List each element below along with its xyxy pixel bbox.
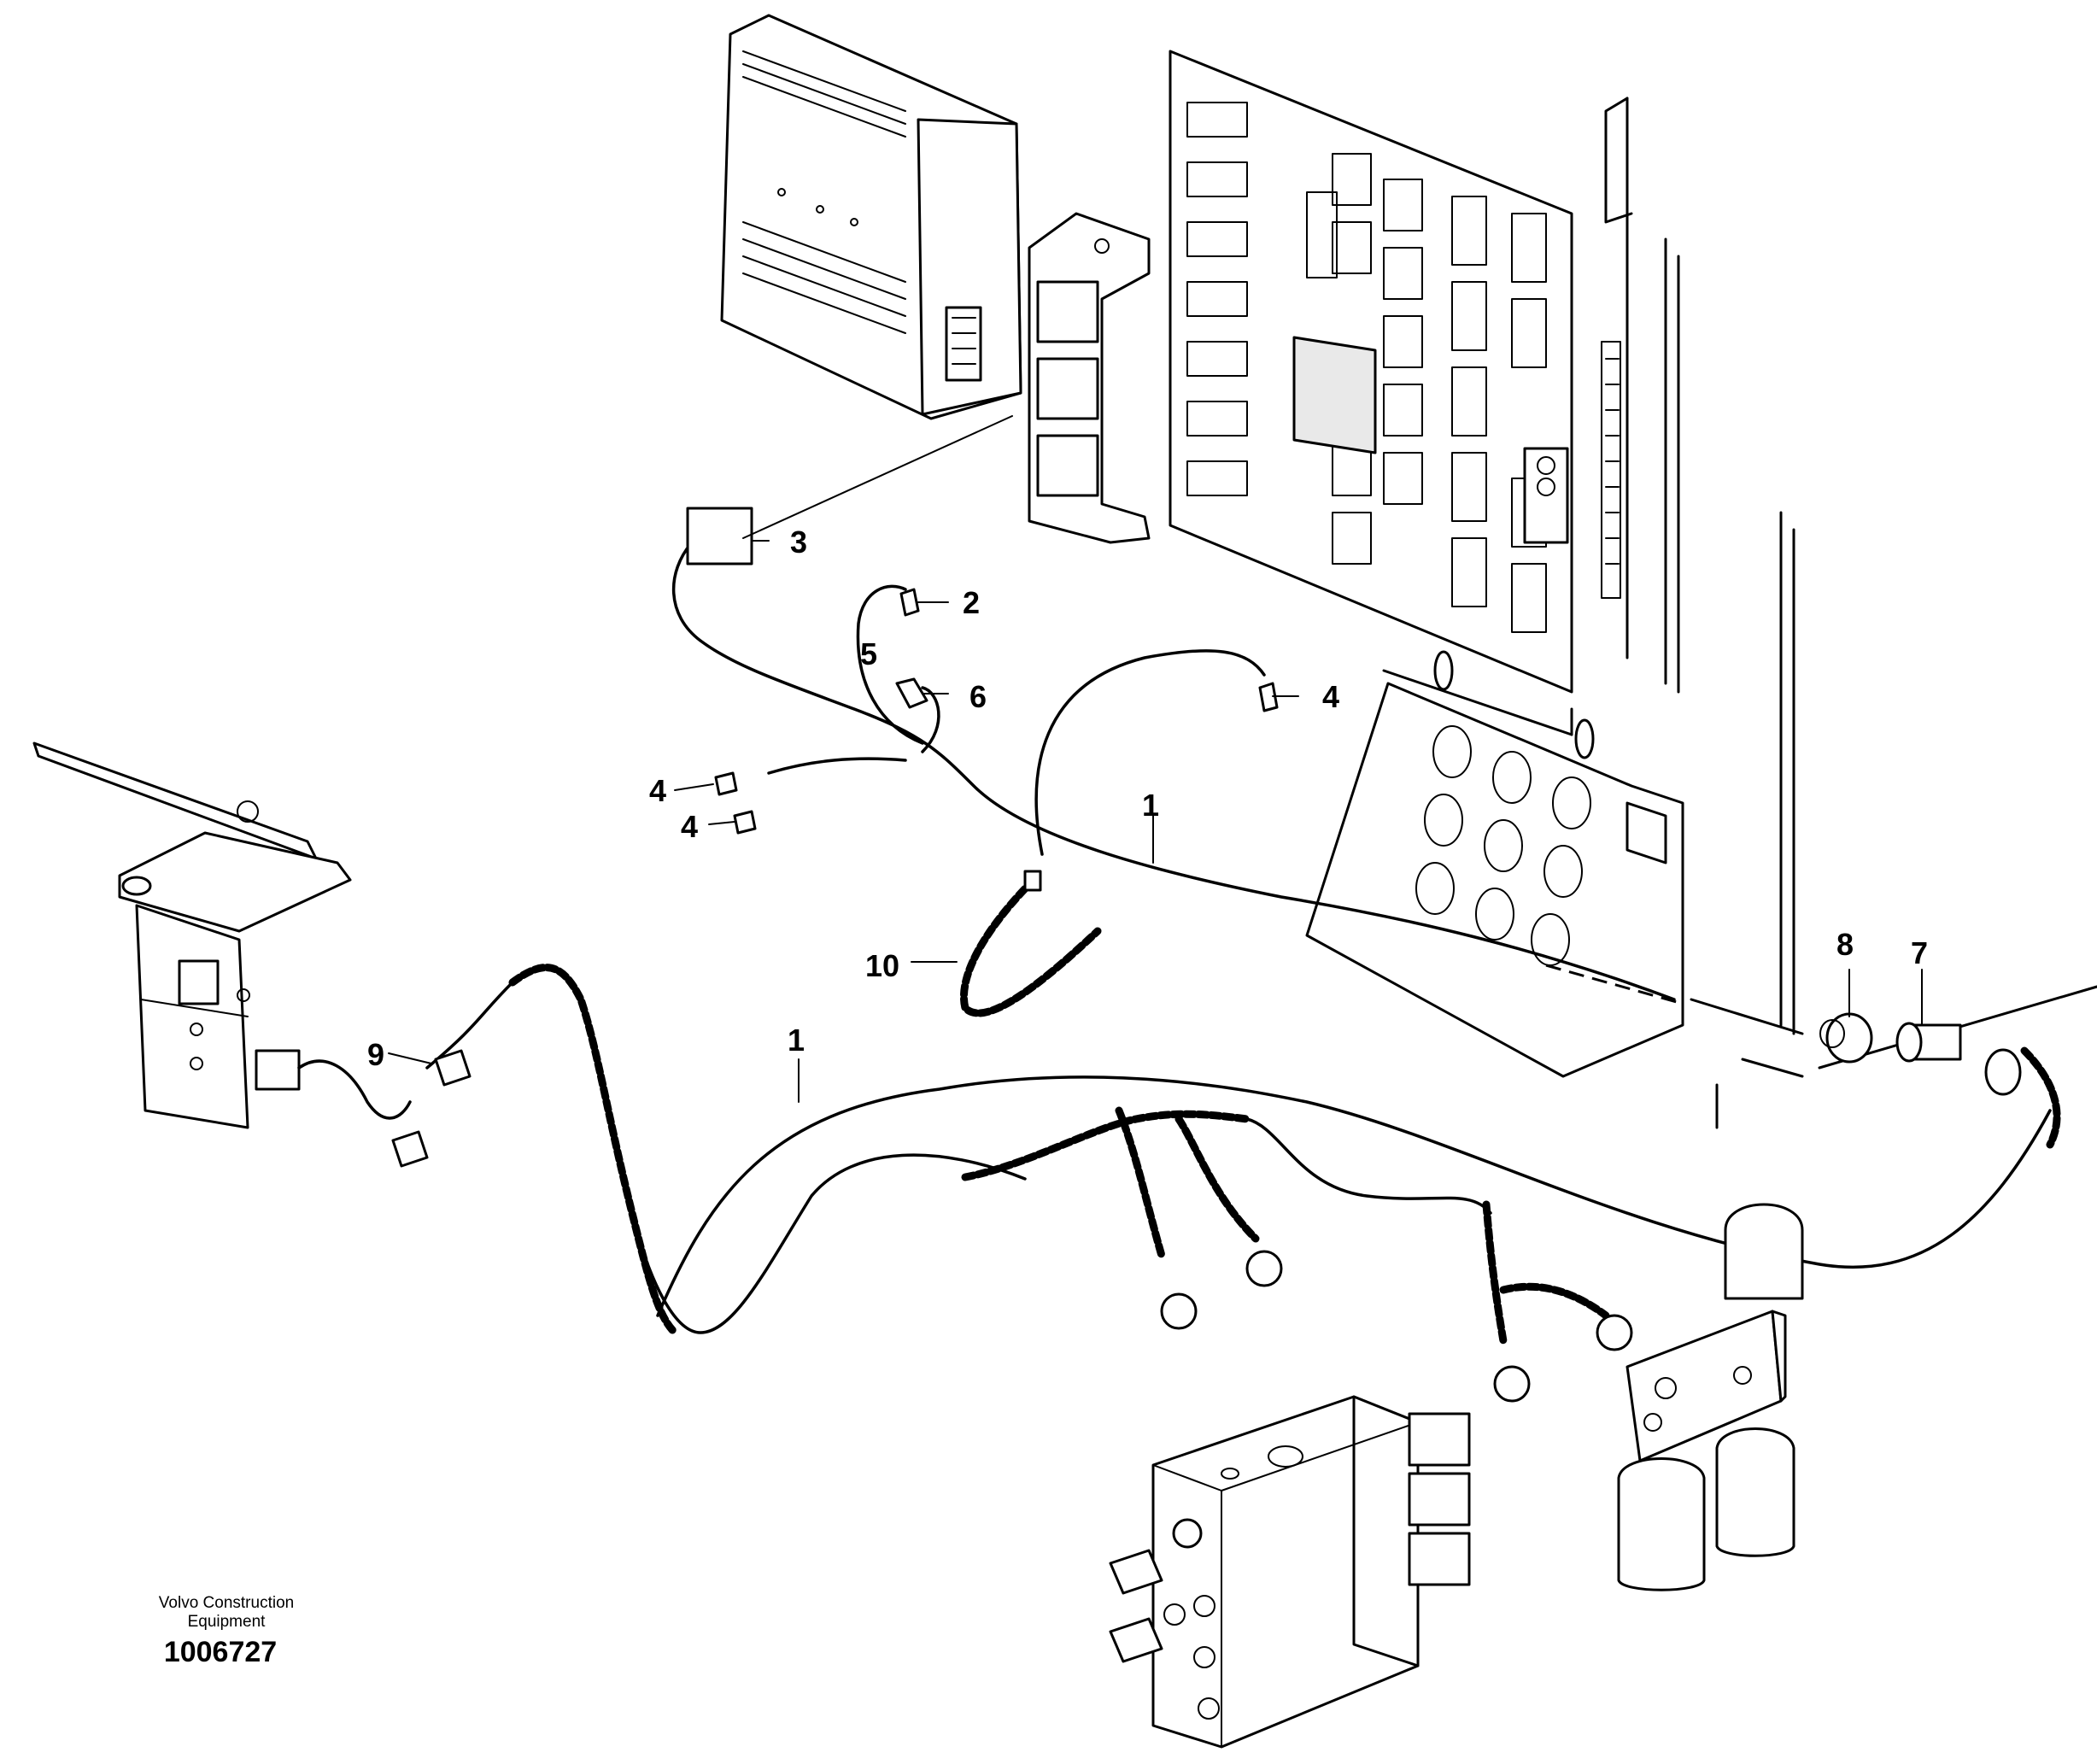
callout-1-lower: 1	[788, 1023, 805, 1058]
callout-8: 8	[1836, 927, 1854, 962]
callout-4-left-lower: 4	[681, 809, 698, 844]
callout-9: 9	[367, 1037, 384, 1072]
credit-line-1: Volvo Construction	[159, 1594, 294, 1612]
hydraulic-valve-block	[1109, 1395, 1471, 1749]
leader-lines	[388, 415, 1923, 1103]
callout-3: 3	[790, 525, 807, 560]
floor-plate	[1305, 650, 1684, 1078]
accelerator-pedal	[32, 741, 352, 1129]
callout-10: 10	[865, 948, 899, 983]
credit-line-2: Equipment	[188, 1613, 267, 1631]
cab-frame	[1382, 97, 2097, 1129]
callout-5: 5	[860, 636, 877, 671]
callout-4-right: 4	[1322, 679, 1339, 714]
callout-1-upper: 1	[1142, 788, 1159, 823]
relay-bracket	[1028, 212, 1151, 544]
connectors	[391, 507, 1279, 1168]
main-harness	[297, 964, 2061, 1403]
cable-tie	[960, 870, 1102, 1017]
drawing-number: 1006727	[164, 1636, 277, 1668]
callout-2: 2	[963, 585, 980, 620]
solenoid-valve	[1617, 1203, 1804, 1591]
callouts: 1 1 2 3 4 4 4 5 6 7 8 9 10	[367, 525, 1928, 1072]
grommets	[1545, 964, 2022, 1096]
ecu-control-unit	[720, 14, 1022, 420]
upper-harness	[671, 541, 1676, 1001]
callout-6: 6	[969, 679, 987, 714]
callout-7: 7	[1911, 935, 1928, 970]
publisher-credit: Volvo Construction Equipment 1006727	[159, 1594, 294, 1668]
callout-4-left-upper: 4	[649, 773, 666, 808]
relay-circuit-board	[1169, 50, 1573, 694]
